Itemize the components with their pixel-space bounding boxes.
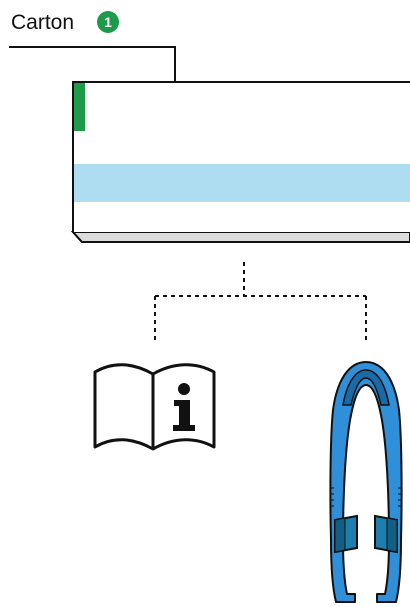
clip-left-pad-shade [335, 518, 345, 552]
carton-bottom-edge [73, 232, 410, 242]
carton-label: Carton [11, 11, 74, 34]
number-badge-text: 1 [104, 14, 112, 30]
info-dot [178, 383, 190, 395]
carton-callout: Carton 1 [9, 11, 175, 82]
callout-leader-line [9, 47, 175, 82]
carton-box [73, 82, 410, 242]
instructions-for-use-icon [95, 365, 214, 449]
clip-body [330, 362, 401, 602]
contents-bracket [155, 262, 366, 340]
carton-accent-bar [74, 83, 85, 131]
carton-number-badge: 1 [97, 11, 119, 33]
clip-right-pad-shade [387, 518, 397, 552]
carton-face [74, 83, 410, 232]
blue-clip-device-icon [330, 362, 402, 602]
carton-stripe [74, 164, 410, 202]
